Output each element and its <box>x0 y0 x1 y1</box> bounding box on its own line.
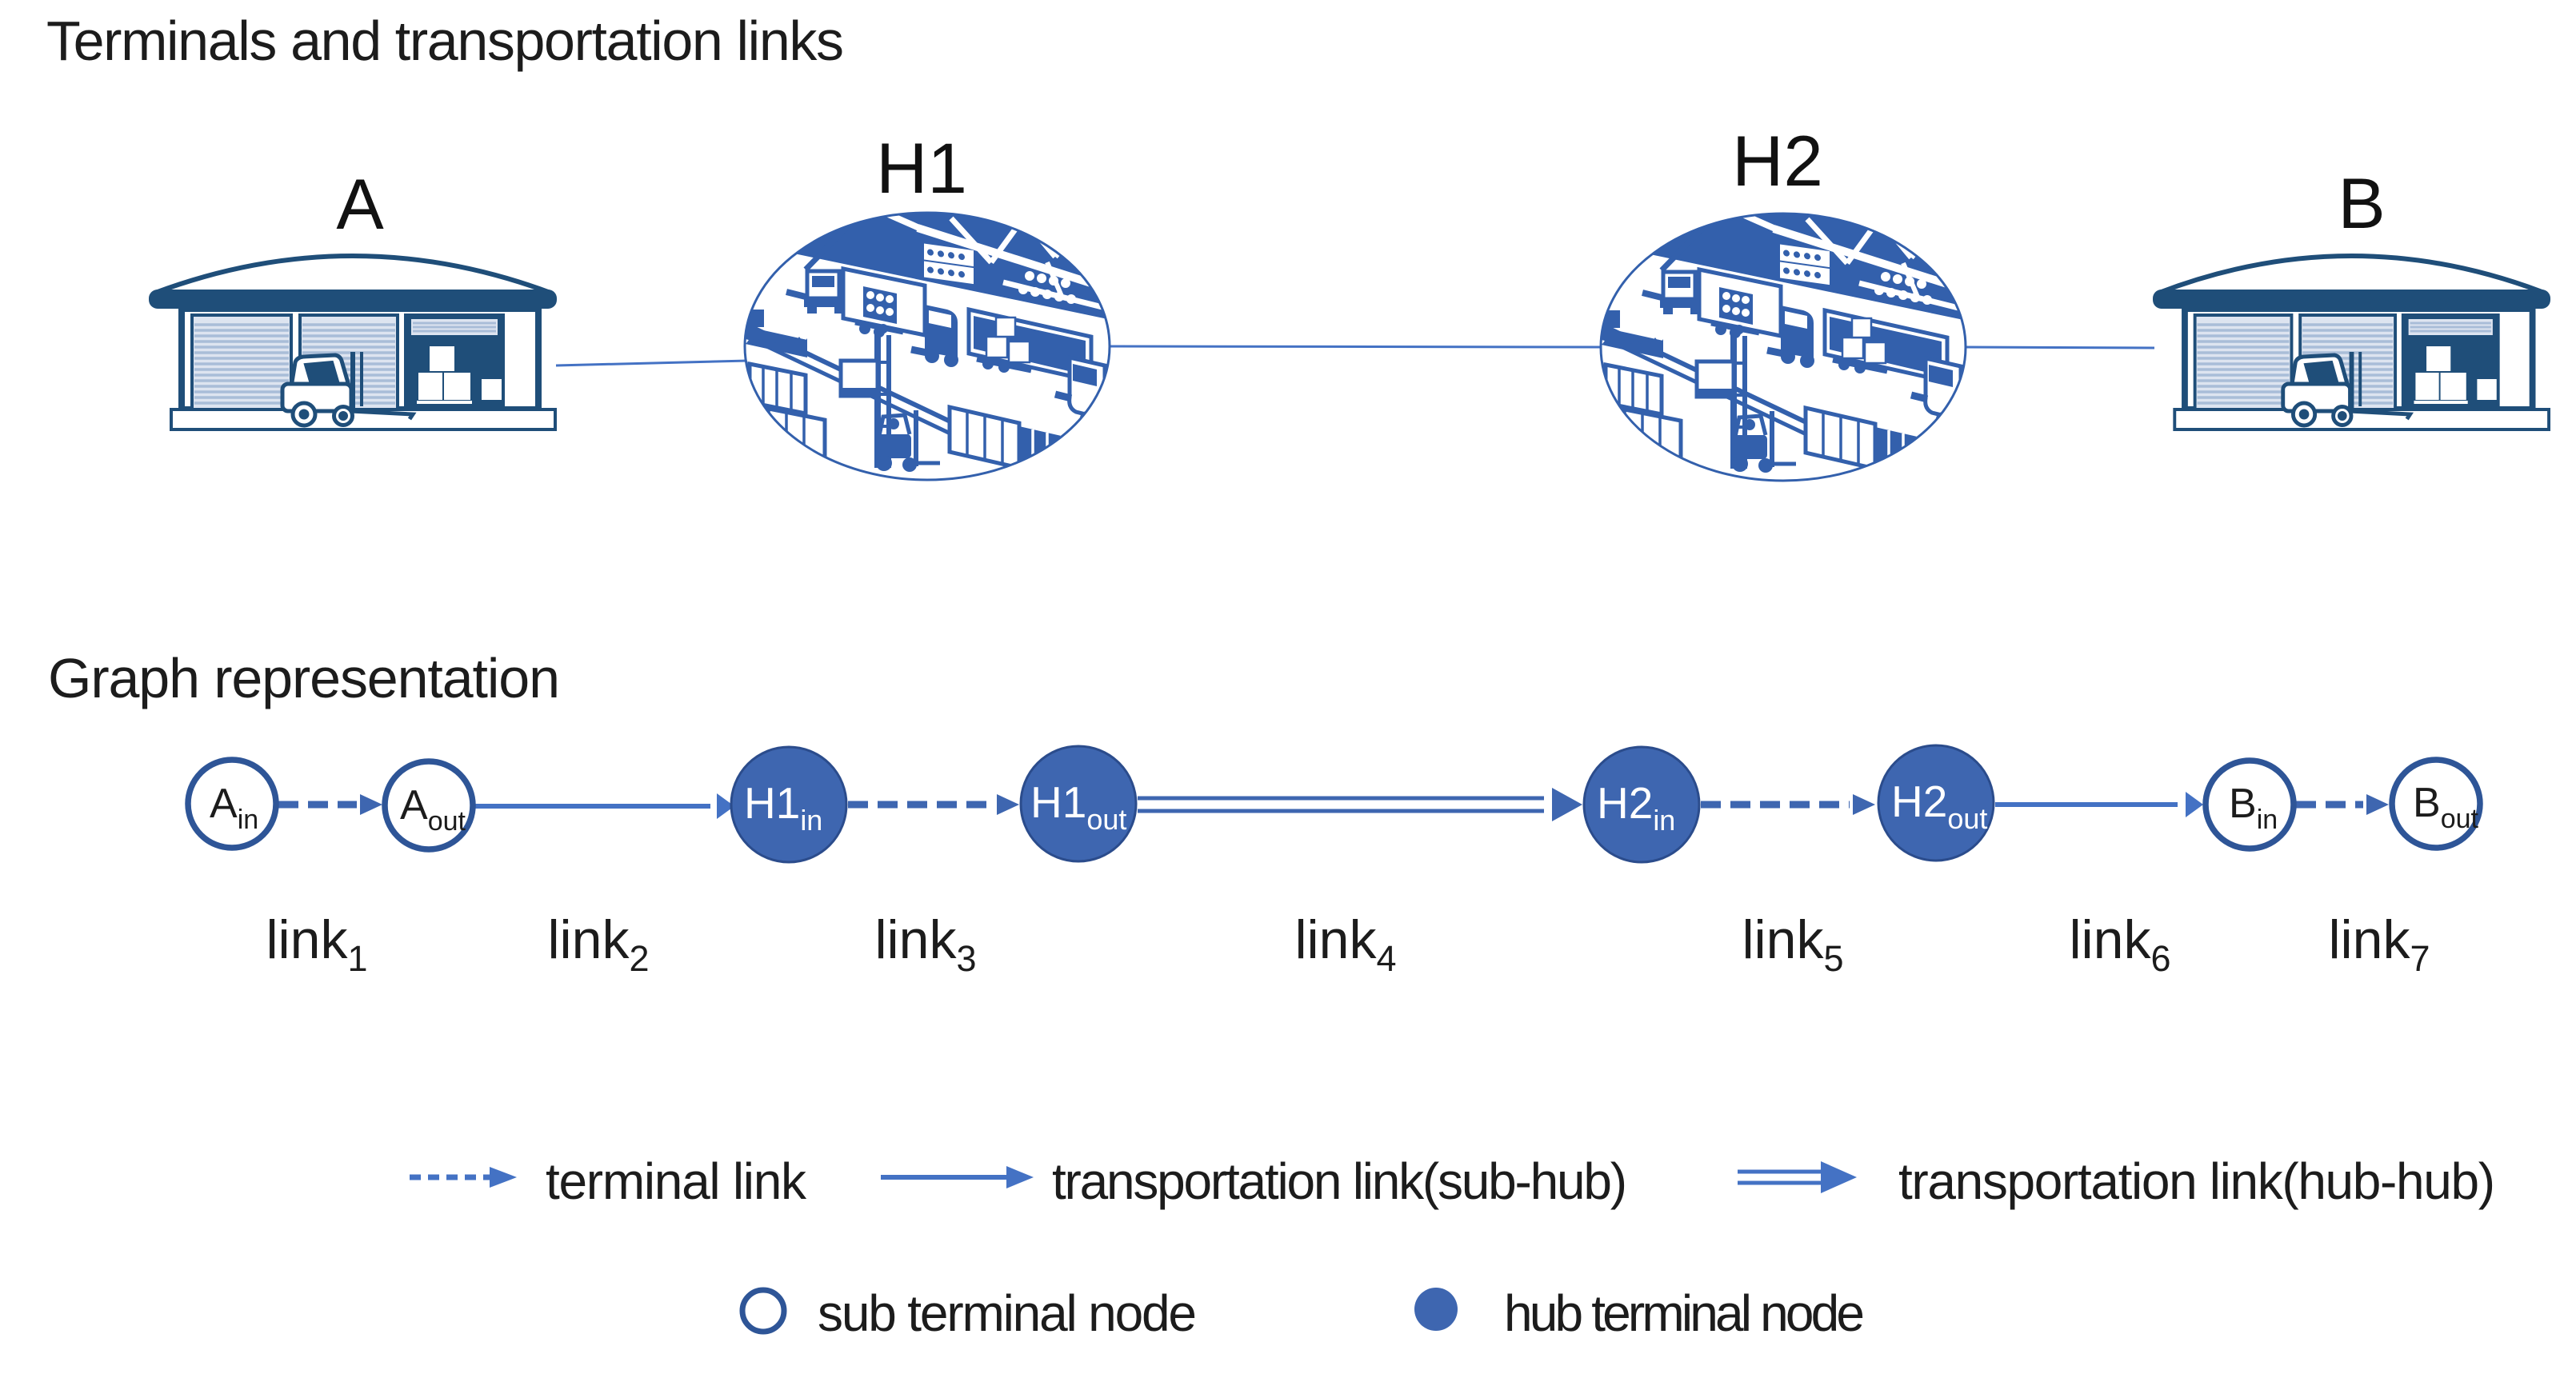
svg-text:Terminals and transportation l: Terminals and transportation links <box>46 10 844 72</box>
svg-text:link5: link5 <box>1742 909 1843 979</box>
svg-text:link1: link1 <box>266 909 367 979</box>
svg-text:H2: H2 <box>1732 121 1823 201</box>
svg-text:sub terminal node: sub terminal node <box>818 1284 1197 1342</box>
svg-text:hub terminal node: hub terminal node <box>1504 1284 1865 1342</box>
svg-text:link3: link3 <box>874 909 976 979</box>
svg-text:link6: link6 <box>2069 909 2170 979</box>
svg-text:link4: link4 <box>1294 909 1396 979</box>
svg-text:H2in: H2in <box>1597 778 1675 837</box>
svg-text:link7: link7 <box>2328 909 2430 979</box>
svg-text:Bin: Bin <box>2229 781 2278 835</box>
svg-text:link2: link2 <box>547 909 649 979</box>
svg-text:H1: H1 <box>876 128 967 208</box>
svg-text:terminal link: terminal link <box>546 1152 807 1210</box>
svg-text:B: B <box>2338 163 2385 243</box>
svg-text:H1out: H1out <box>1030 777 1126 836</box>
svg-text:Graph representation: Graph representation <box>48 647 560 709</box>
svg-text:transportation link(hub-hub): transportation link(hub-hub) <box>1898 1152 2495 1210</box>
svg-text:A: A <box>336 164 384 244</box>
svg-text:transportation link(sub-hub): transportation link(sub-hub) <box>1052 1152 1627 1210</box>
